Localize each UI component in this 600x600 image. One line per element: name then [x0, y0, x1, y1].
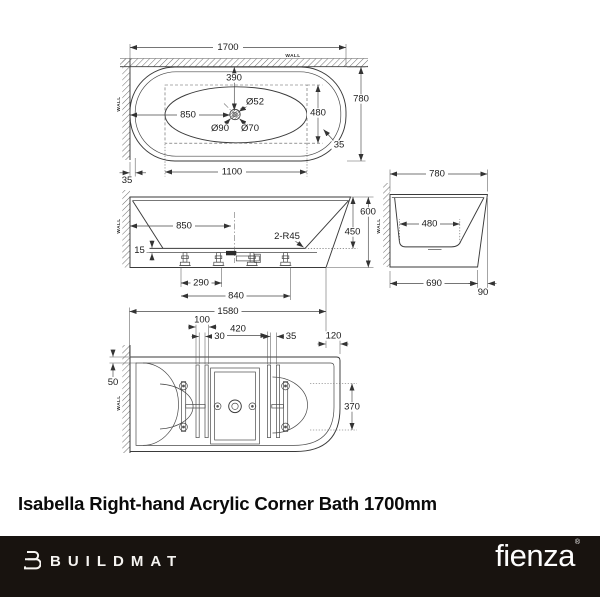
dim-480-side: 480: [422, 219, 438, 230]
support-battens: [195, 364, 280, 438]
dim-850-front: 850: [176, 221, 192, 232]
dim-850-plan: 850: [180, 110, 196, 121]
front-outline: [129, 196, 352, 268]
dim-outlet: Ø70: [241, 123, 259, 134]
wall-label-bottom: WALL: [116, 395, 122, 410]
dim-100: 100: [194, 315, 210, 326]
dim-290: 290: [193, 278, 209, 289]
bottom-outline: [129, 356, 341, 452]
dim-overflow: Ø90: [211, 123, 229, 134]
dim-480-plan: 480: [310, 108, 326, 119]
wall-hatch-left: [122, 58, 130, 160]
dim-35-corner: 35: [334, 140, 345, 151]
dim-780-side: 780: [429, 169, 445, 180]
wall-label-plan-left: WALL: [116, 96, 122, 111]
dim-2r45: 2-R45: [274, 231, 300, 242]
dim-waste: Ø52: [246, 97, 264, 108]
wall-hatch-side: [383, 183, 390, 267]
waste-drain: [229, 108, 241, 121]
dim-15: 15: [134, 245, 145, 256]
dim-370: 370: [344, 402, 360, 413]
dim-1700: 1700: [217, 42, 238, 53]
dim-35-left: 35: [122, 175, 133, 186]
dim-35-bottom: 35: [286, 331, 297, 342]
basin-arc-left: [159, 383, 194, 430]
wall-hatch-front: [122, 190, 130, 268]
dim-600: 600: [360, 207, 376, 218]
dim-1580: 1580: [217, 306, 238, 317]
footer-bar: BUILDMAT fienza®: [0, 536, 600, 597]
bottom-rim: [135, 362, 335, 446]
dim-690: 690: [426, 278, 442, 289]
dim-450: 450: [345, 227, 361, 238]
side-basin: [394, 197, 485, 248]
side-view: 780 480 690 90 WALL: [376, 169, 497, 298]
fienza-logo: fienza®: [495, 538, 580, 574]
dim-840: 840: [228, 291, 244, 302]
wall-label-front: WALL: [116, 218, 122, 233]
buildmat-logo: BUILDMAT: [21, 550, 183, 572]
registered-mark: ®: [574, 539, 580, 546]
wall-label-top: WALL: [285, 53, 300, 59]
technical-drawing: 1700 390 850 480 780 Ø52 Ø90 Ø70 35 35 1…: [106, 42, 497, 453]
dim-30: 30: [214, 331, 225, 342]
wall-label-side: WALL: [376, 218, 382, 233]
side-outline: [389, 194, 488, 268]
plan-view: 1700 390 850 480 780 Ø52 Ø90 Ø70 35 35 1…: [116, 42, 372, 186]
dim-390: 390: [226, 73, 242, 84]
dim-50: 50: [108, 377, 119, 388]
dim-780-plan: 780: [353, 94, 369, 105]
shell-arc-left: [142, 362, 179, 446]
wall-hatch-top: [120, 58, 368, 67]
board-bolts: [213, 402, 257, 411]
drain-hole: [228, 399, 242, 414]
base-board: [210, 367, 260, 445]
wall-hatch-bottom: [122, 345, 130, 453]
fienza-wordmark: fienza: [495, 538, 575, 573]
foot-rails: [179, 381, 290, 432]
bottom-view: 1580 100 420 30 35 120 50 370 WALL: [106, 267, 363, 453]
feet: [179, 252, 292, 266]
waste-pipe: [226, 250, 261, 263]
buildmat-wordmark: BUILDMAT: [50, 552, 184, 570]
buildmat-icon: [24, 551, 41, 570]
dim-1100: 1100: [222, 167, 242, 178]
front-view: 850 2-R45 15 450 600 290 840 WALL: [116, 190, 379, 302]
page-title: Isabella Right-hand Acrylic Corner Bath …: [18, 493, 437, 514]
dim-420: 420: [230, 324, 246, 335]
basin-arc-right: [272, 376, 308, 434]
dim-90: 90: [478, 287, 489, 298]
dim-120: 120: [326, 331, 342, 342]
